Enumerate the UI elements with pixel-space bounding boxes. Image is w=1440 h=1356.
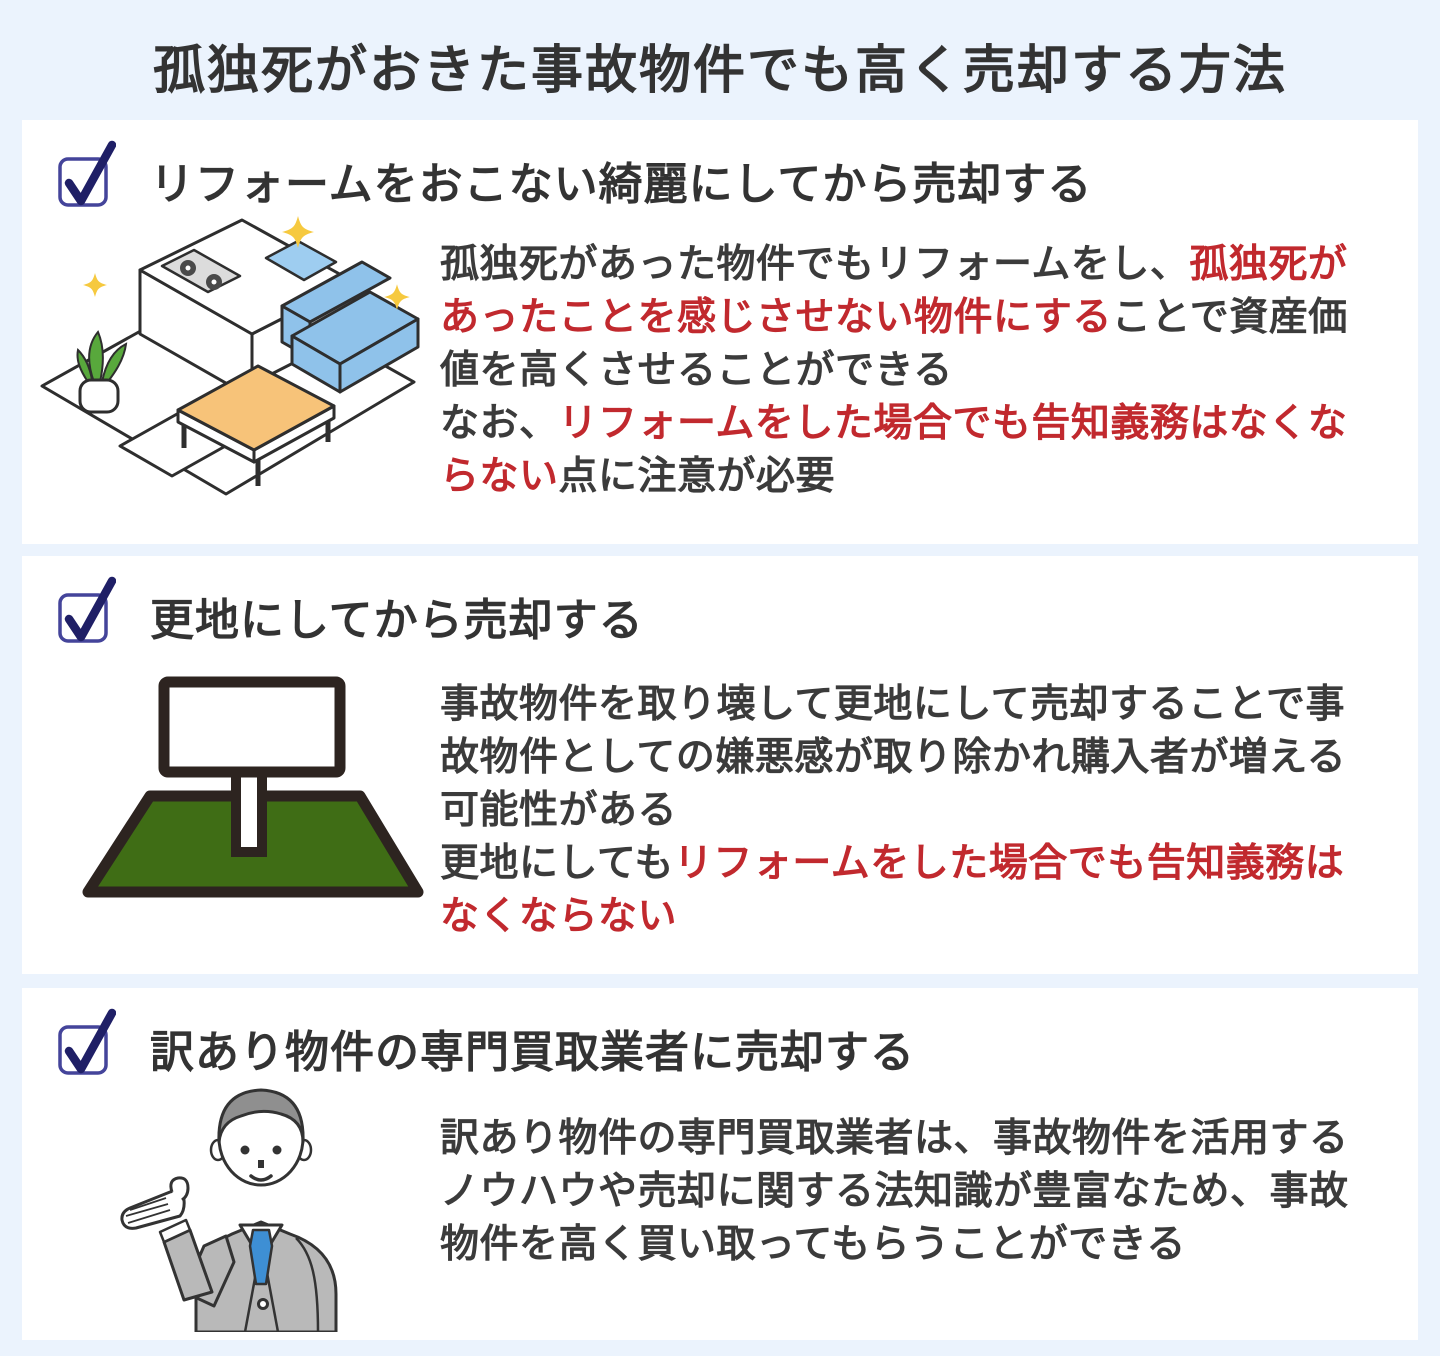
section-header: 訳あり物件の専門買取業者に売却する [56,1002,915,1080]
table [176,364,336,486]
vacant-land-illustration [82,676,424,898]
method-card-buyer: 訳あり物件の専門買取業者に売却する [22,988,1418,1340]
sign-board [158,676,346,778]
suit-button [257,1298,269,1310]
section-description: 訳あり物件の専門買取業者は、事故物件を活用するノウハウや売却に関する法知識が豊富… [440,1112,1370,1271]
method-card-reform: リフォームをおこない綺麗にしてから売却する [22,120,1418,544]
emphasis-text: リフォームをした場合でも告知義務はなくならない [440,402,1348,498]
emphasis-text: リフォームをした場合でも告知義務はなくならない [440,842,1345,938]
nose [258,1160,264,1168]
businessman-illustration [120,1088,338,1332]
hand [120,1176,190,1230]
method-card-vacant-land: 更地にしてから売却する 事故物件を取り壊して更地にして売却することで事故物件とし… [22,556,1418,974]
cuff [158,1218,192,1244]
sofa [280,260,420,394]
section-header: リフォームをおこない綺麗にしてから売却する [56,134,1092,212]
checkbox-checked-icon [58,576,116,643]
eye [240,1145,250,1155]
hair [217,1088,305,1144]
section-heading: リフォームをおこない綺麗にしてから売却する [150,160,1093,209]
body-text: 点に注意が必要 [558,455,836,498]
plant [76,330,128,414]
body-text: 訳あり物件の専門買取業者は、事故物件を活用するノウハウや売却に関する法知識が豊富… [440,1117,1349,1266]
section-heading: 訳あり物件の専門買取業者に売却する [150,1028,915,1077]
clean-room-illustration [40,216,420,496]
mouth [249,1174,273,1182]
sparkle-icon [83,216,410,310]
page-title: 孤独死がおきた事故物件でも高く売却する方法 [152,42,1287,100]
section-description: 孤独死があった物件でもリフォームをし、孤独死があったことを感じさせない物件にする… [440,238,1370,503]
eye [272,1145,282,1155]
section-header: 更地にしてから売却する [56,570,644,648]
body-text: ことで資産価値を高くさせることができる [440,296,1348,392]
section-description: 事故物件を取り壊して更地にして売却することで事故物件としての嫌悪感が取り除かれ購… [440,678,1370,943]
body-text: 事故物件を取り壊して更地にして売却することで事故物件としての嫌悪感が取り除かれ購… [440,683,1347,832]
emphasis-text: 孤独死があったことを感じさせない物件にする [440,243,1348,339]
body-text: 更地にしても [440,842,674,885]
checkbox-checked-icon [58,1008,116,1075]
body-text: 孤独死があった物件でもリフォームをし、 [440,243,1190,286]
checkbox-checked-icon [58,140,116,207]
body-text: なお、 [440,402,559,445]
section-heading: 更地にしてから売却する [150,596,644,645]
tie [248,1228,274,1286]
sink [264,239,338,282]
